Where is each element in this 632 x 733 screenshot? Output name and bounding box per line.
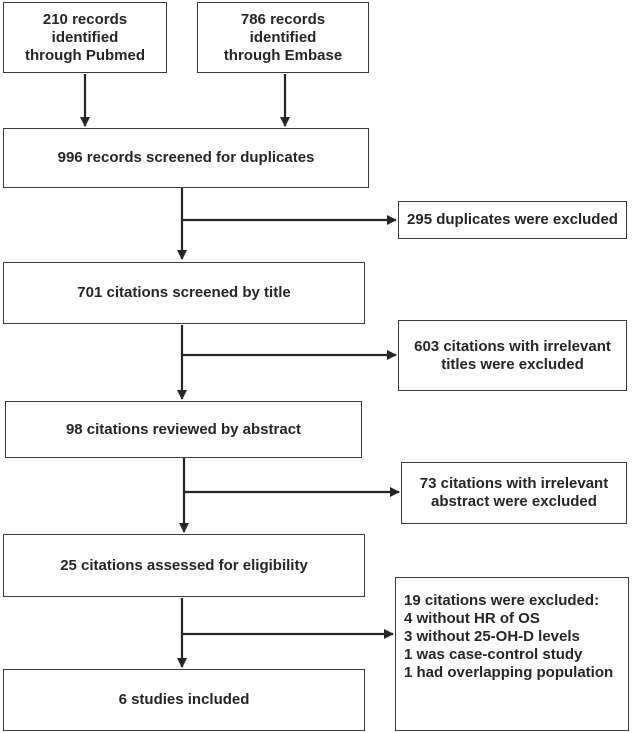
abstract-review-text: 98 citations reviewed by abstract (65, 420, 302, 438)
fulltext-reason-1: 4 without HR of OS (404, 610, 540, 627)
eligibility-box: 25 citations assessed for eligibility (3, 534, 365, 597)
abstracts-excluded-box: 73 citations with irrelevant abstract we… (401, 462, 627, 524)
titles-excluded-line-1: 603 citations with irrelevant (414, 337, 611, 355)
fulltext-excluded-header: 19 citations were excluded: (404, 592, 600, 609)
duplicates-screen-box: 996 records screened for duplicates (3, 128, 369, 188)
embase-line-3: through Embase (223, 46, 343, 64)
duplicates-screen-text: 996 records screened for duplicates (57, 149, 315, 166)
included-box: 6 studies included (3, 669, 365, 731)
duplicates-excluded-text: 295 duplicates were excluded (407, 211, 618, 228)
abstracts-excluded-line-2: abstract were excluded (431, 493, 597, 510)
fulltext-reason-3: 1 was case-control study (404, 646, 583, 663)
fulltext-reason-4: 1 had overlapping population (404, 664, 614, 681)
title-screen-box: 701 citations screened by title (3, 262, 365, 324)
titles-excluded-line-2: titles were excluded (441, 355, 584, 373)
titles-excluded-box: 603 citations with irrelevant titles wer… (398, 320, 627, 391)
fulltext-excluded-box: 19 citations were excluded: 4 without HR… (395, 577, 629, 731)
pubmed-line-1: 210 records (42, 10, 128, 28)
abstracts-excluded-line-1: 73 citations with irrelevant (419, 475, 609, 492)
title-screen-text: 701 citations screened by title (77, 284, 291, 301)
pubmed-line-3: through Pubmed (25, 46, 145, 64)
embase-line-2: identified (249, 28, 317, 46)
duplicates-excluded-box: 295 duplicates were excluded (398, 201, 627, 239)
embase-line-1: 786 records (240, 10, 326, 28)
abstract-review-box: 98 citations reviewed by abstract (5, 401, 362, 458)
fulltext-reason-2: 3 without 25-OH-D levels (404, 628, 580, 645)
included-text: 6 studies included (118, 691, 250, 708)
eligibility-text: 25 citations assessed for eligibility (60, 556, 308, 574)
pubmed-line-2: identified (51, 28, 119, 46)
pubmed-records-box: 210 records identified through Pubmed (3, 2, 167, 73)
embase-records-box: 786 records identified through Embase (197, 2, 369, 73)
